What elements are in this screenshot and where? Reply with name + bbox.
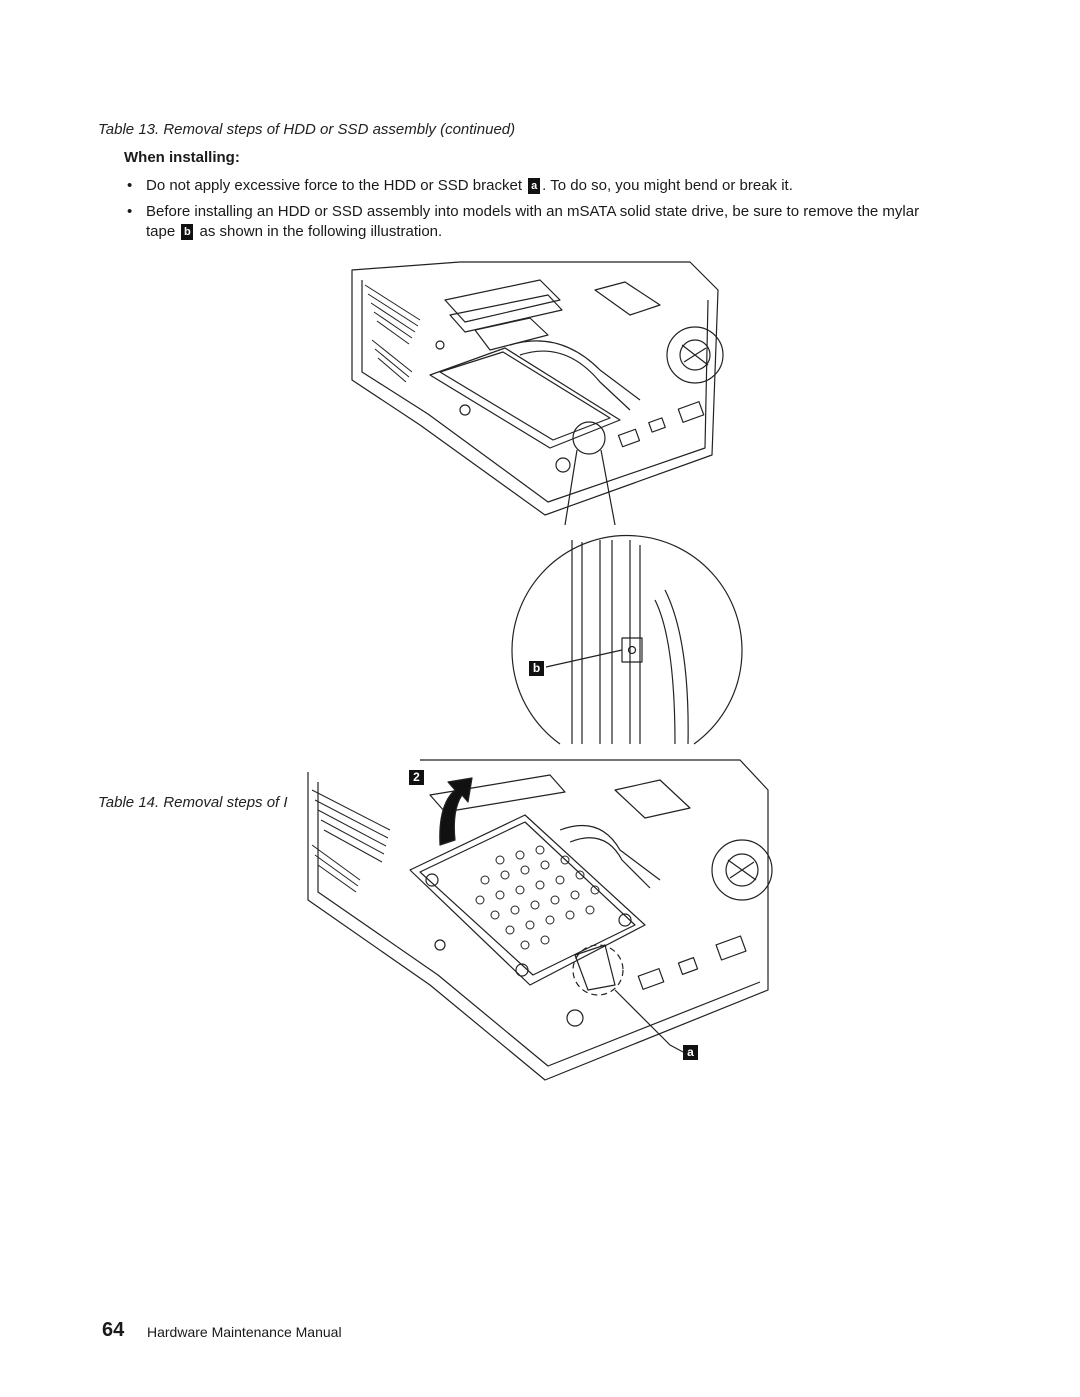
when-installing-heading: When installing: <box>124 149 240 166</box>
callout-a-label: a <box>683 1045 698 1060</box>
bullet-text: Before installing an HDD or SSD assembly… <box>146 202 946 242</box>
bullet-text-after: as shown in the following illustration. <box>195 223 443 240</box>
callout-b-badge: b <box>181 224 194 241</box>
bullet-text: Do not apply excessive force to the HDD … <box>146 176 946 196</box>
page-number: 64 <box>102 1319 125 1341</box>
bullet-text-after: . To do so, you might bend or break it. <box>542 177 793 194</box>
bullet-text-before: Do not apply excessive force to the HDD … <box>146 177 522 194</box>
laptop-bottom-upper-drawing <box>351 261 724 516</box>
zoom-detail-circle <box>511 535 743 745</box>
bullet-dot-icon: • <box>127 203 133 220</box>
bullet-text-before: Before installing an HDD or SSD assembly… <box>146 203 920 240</box>
table-13-caption: Table 13. Removal steps of HDD or SSD as… <box>98 121 516 138</box>
bullet-dot-icon: • <box>127 177 133 194</box>
step-2-label: 2 <box>409 770 424 785</box>
lift-arrow-icon <box>439 777 473 846</box>
callout-b-label: b <box>529 661 544 676</box>
table-14-caption: Table 14. Removal steps of I <box>98 794 288 811</box>
laptop-bottom-lower-drawing <box>307 759 773 1081</box>
running-footer-title: Hardware Maintenance Manual <box>147 1324 342 1340</box>
callout-a-badge: a <box>528 178 541 195</box>
